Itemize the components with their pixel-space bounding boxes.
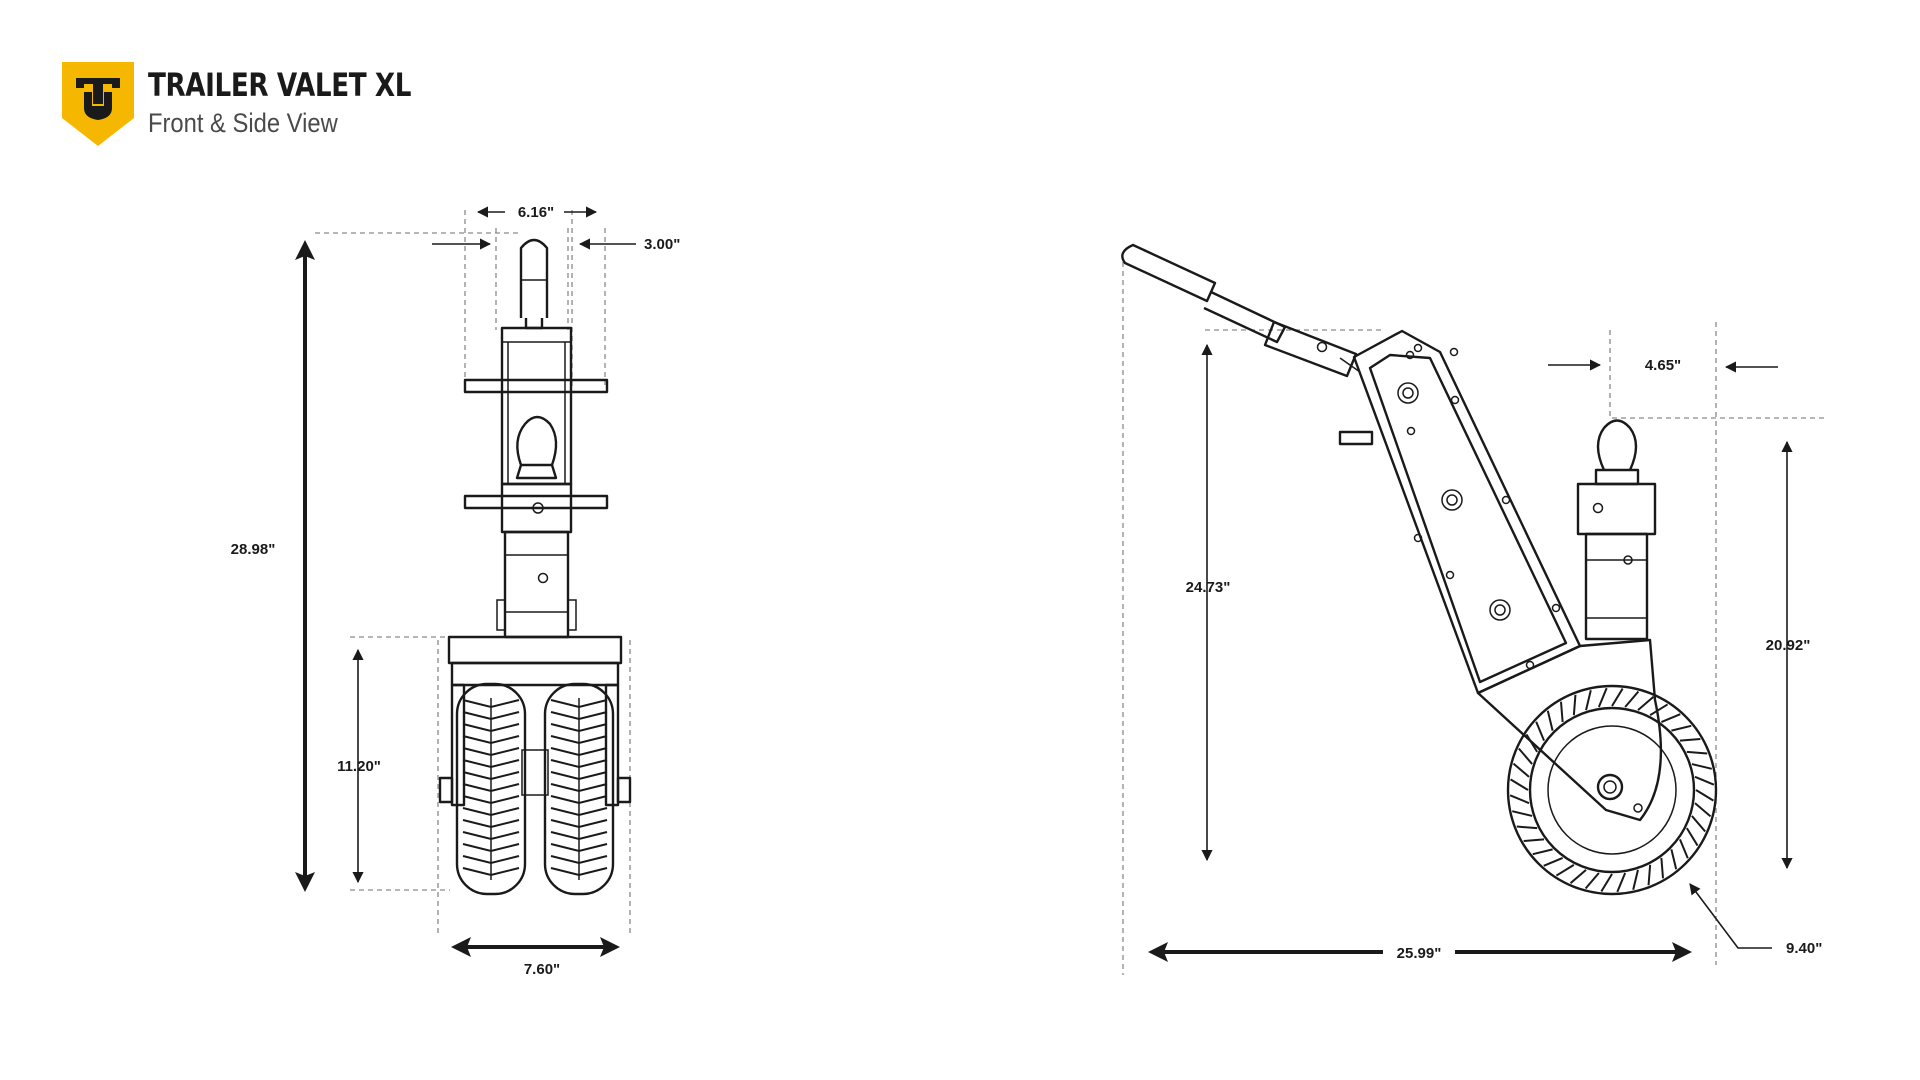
page-subtitle: Front & Side View — [148, 108, 338, 138]
front-hitch-ball — [515, 415, 558, 480]
dim-arrow-wheel-diameter — [1689, 883, 1772, 949]
side-wheel — [1506, 684, 1718, 896]
dim-hitch-offset: 4.65" — [1645, 357, 1681, 374]
brand-logo-icon — [62, 62, 134, 146]
side-view: 4.65" 24.73" 20.92" 25.99" 9.40" — [1121, 243, 1828, 975]
front-axle-frame — [438, 635, 632, 807]
front-column — [463, 326, 609, 639]
front-extension-lines — [315, 210, 631, 935]
front-view: 6.16" 3.00" 28.98" 11.20" 7.60" — [231, 204, 681, 978]
dim-ball-height: 20.92" — [1766, 637, 1811, 654]
dim-wheel-width: 7.60" — [524, 961, 560, 978]
side-frame — [1338, 329, 1582, 695]
side-fork — [1476, 638, 1663, 822]
side-tread-pattern — [1509, 687, 1715, 893]
tread-pattern-right — [550, 698, 608, 880]
dim-overall-height: 28.98" — [231, 541, 276, 558]
front-handle — [519, 238, 549, 330]
dim-wheel-height: 11.20" — [337, 758, 381, 775]
side-extension-lines — [1122, 262, 1828, 975]
logo-mark — [76, 78, 120, 120]
dim-wheel-diameter: 9.40" — [1786, 940, 1822, 957]
front-wheel-left — [455, 682, 527, 896]
dim-overall-length: 25.99" — [1397, 945, 1442, 962]
page-title: TRAILER VALET XL — [148, 66, 412, 104]
front-wheel-right — [543, 682, 615, 896]
dim-handle-width: 3.00" — [644, 236, 680, 253]
side-hitch-column — [1576, 419, 1657, 641]
tread-pattern-left — [462, 698, 520, 880]
side-handle — [1121, 243, 1361, 378]
dim-top-width: 6.16" — [518, 204, 554, 221]
dim-frame-height: 24.73" — [1186, 579, 1231, 596]
